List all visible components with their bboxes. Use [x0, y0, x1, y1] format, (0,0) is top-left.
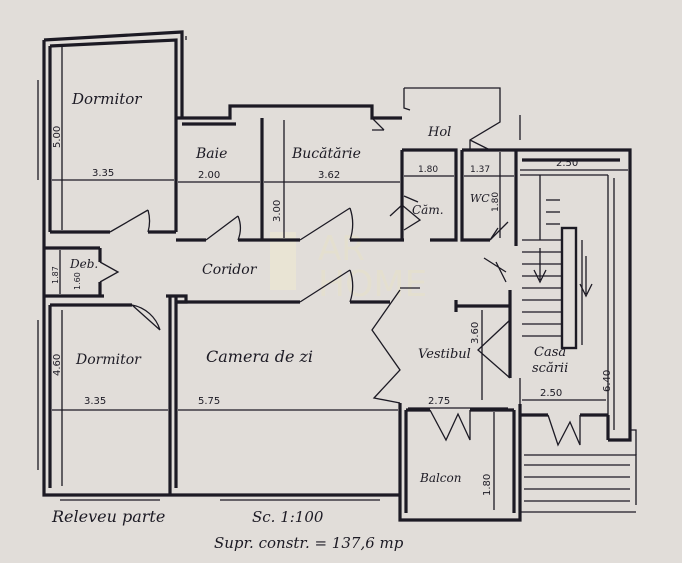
room-label-scarii: scării — [532, 361, 568, 376]
door-swings — [99, 117, 581, 447]
room-label-dormitor-bottom: Dormitor — [75, 352, 142, 368]
dim-vestibul-width: 2.75 — [428, 396, 450, 407]
watermark-logo: AR HOME — [270, 229, 427, 305]
dim-stair-bottom-width: 2.50 — [540, 388, 562, 399]
dim-stair-top-width: 2.50 — [556, 158, 578, 169]
watermark-text-ar: AR — [318, 229, 365, 269]
room-label-debara: Deb. — [69, 257, 98, 271]
dim-bucatarie-width: 3.62 — [318, 170, 340, 181]
windows — [37, 36, 380, 501]
room-label-vestibul: Vestibul — [418, 347, 471, 362]
plan-title: Releveu parte — [51, 507, 165, 526]
plan-scale: Sc. 1:100 — [252, 508, 324, 526]
dim-balcon-height: 1.80 — [482, 474, 493, 496]
dim-dormitor-top-width: 3.35 — [92, 168, 114, 179]
plan-area: Supr. constr. = 137,6 mp — [214, 534, 404, 552]
dim-wc-width: 1.37 — [470, 165, 490, 175]
dim-debara-height: 1.87 — [51, 266, 60, 284]
dim-camera-width: 5.75 — [198, 396, 220, 407]
dim-baie-width: 2.00 — [198, 170, 220, 181]
staircase — [522, 175, 593, 350]
room-label-baie: Baie — [195, 146, 227, 162]
room-label-balcon: Balcon — [419, 471, 461, 485]
dim-dormitor-bottom-width: 3.35 — [84, 396, 106, 407]
dim-stair-height: 6.40 — [602, 370, 613, 392]
room-label-dormitor-top: Dormitor — [71, 90, 142, 108]
room-label-camera-de-zi: Camera de zi — [206, 347, 313, 366]
dim-bucatarie-height: 3.00 — [272, 200, 283, 222]
dim-wc-height: 1.80 — [491, 192, 501, 212]
watermark-text-home: HOME — [318, 264, 427, 305]
dim-debara-width: 1.60 — [73, 272, 82, 290]
dim-camara-width: 1.80 — [418, 165, 438, 175]
dimension-lines — [52, 46, 628, 510]
plan-footer: Releveu parte Sc. 1:100 Supr. constr. = … — [51, 507, 404, 552]
dim-dormitor-bottom-height: 4.60 — [52, 354, 63, 376]
room-label-coridor: Coridor — [202, 262, 258, 278]
dim-dormitor-top-height: 5.00 — [52, 126, 63, 148]
room-label-bucatarie: Bucătărie — [291, 146, 361, 162]
room-labels: Dormitor Baie Bucătărie Hol Căm. WC Deb.… — [69, 90, 568, 485]
dimension-labels: 5.00 3.35 2.00 3.62 3.00 1.80 1.37 1.80 … — [51, 126, 613, 496]
room-label-camara: Căm. — [412, 203, 444, 217]
room-label-casa: Casa — [534, 345, 566, 360]
room-label-hol: Hol — [427, 125, 451, 140]
room-label-wc: WC — [470, 192, 490, 205]
walls — [42, 30, 637, 522]
dim-vestibul-height: 3.60 — [470, 322, 481, 344]
